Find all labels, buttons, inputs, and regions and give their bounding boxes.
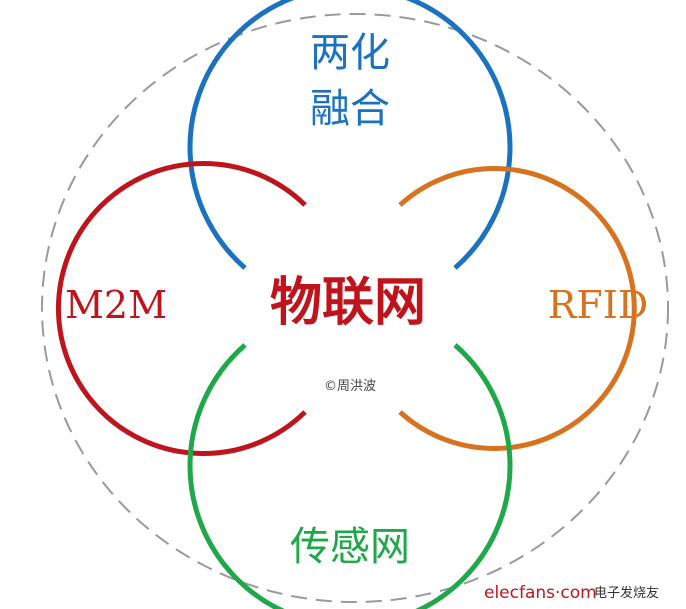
top-label-line2: 融合 — [310, 86, 390, 132]
bottom-label: 传感网 — [290, 524, 410, 570]
outer-dashed-circle — [41, 13, 669, 603]
red-ring — [55, 161, 307, 456]
orange-ring — [398, 166, 637, 451]
watermark-site: elecfans·com — [484, 583, 597, 603]
left-label: M2M — [65, 283, 167, 327]
top-label-line1: 两化 — [310, 30, 390, 76]
green-ring — [187, 343, 513, 609]
center-label: 物联网 — [270, 273, 426, 333]
watermark-name: 电子发烧友 — [594, 585, 659, 601]
copyright-text: ©周洪波 — [324, 379, 376, 394]
watermark-bg — [478, 578, 683, 606]
right-label: RFID — [548, 283, 648, 327]
